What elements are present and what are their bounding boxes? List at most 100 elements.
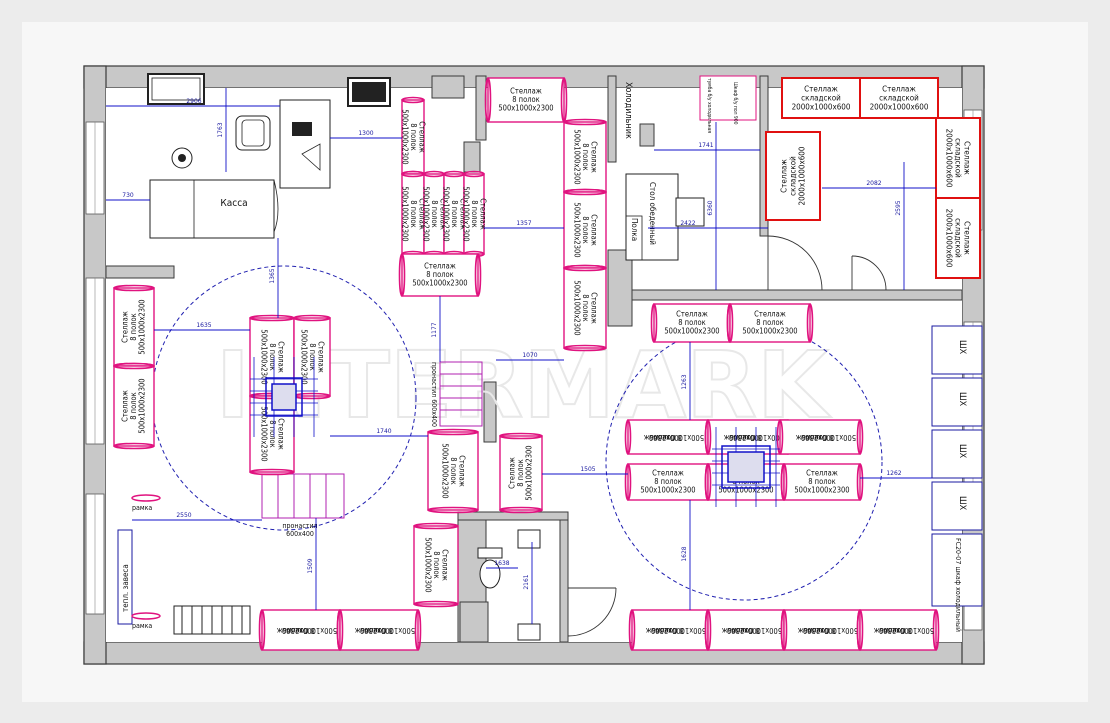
cooling-cabinet: ШХ [931, 429, 983, 479]
rack-size: 500x1000x2300 [879, 626, 934, 635]
rack-size: 500x1000x2300 [794, 486, 849, 495]
rack-title: Стеллаж [806, 469, 838, 478]
rack-shelves: 8 полок [654, 477, 682, 486]
dimension-value: 1741 [698, 142, 713, 149]
rack-title: Стеллаж [644, 433, 676, 442]
rack-title: Стеллаж [277, 626, 309, 635]
dim-6360: 6360 [707, 122, 717, 290]
dim-1638: 1638 [486, 560, 518, 569]
rack-sub: складской [801, 94, 841, 103]
frame-top [131, 494, 161, 502]
cooling-cabinet: ШХ [931, 377, 983, 427]
kassa-label: Касса [220, 198, 247, 209]
central-display-right [721, 445, 771, 489]
shopping-carts [173, 605, 251, 635]
thermal-curtain [117, 529, 133, 625]
rack-size: 500x1000x2300 [664, 327, 719, 336]
dim-2906: 2906 [106, 98, 280, 107]
rack-size: 500x1000x2300 [573, 202, 582, 257]
rack-shelves: 8 полок [426, 270, 454, 279]
rack-shelves: 8 полок [678, 318, 706, 327]
dim-1741: 1741 [654, 142, 760, 151]
rack-shelves: 8 полок [365, 626, 393, 635]
dim-1763: 1763 [217, 88, 227, 172]
pronastil-center [439, 361, 483, 427]
rack-shelves: 8 полок [884, 626, 912, 635]
dim-1262: 1262 [860, 470, 932, 479]
cooling-cabinet-label: ШХ [957, 496, 967, 511]
dimension-value: 1509 [307, 558, 314, 573]
dim-1628: 1628 [681, 500, 691, 610]
dimension-value: 1763 [217, 122, 224, 137]
rack-title: Стеллаж [590, 141, 599, 173]
dim-1070: 1070 [496, 352, 564, 361]
dim-1740: 1740 [330, 428, 428, 437]
dimension-value: 2906 [186, 98, 201, 105]
rack-shelves: 8 полок [308, 343, 317, 371]
rack-size: 500x1000x2300 [401, 186, 410, 241]
rack-shelves: 8 полок [129, 313, 138, 341]
cooling-cabinet-label: ШХ [957, 444, 967, 459]
rack-title: Стеллаж [882, 85, 916, 94]
rack-sub: складской [879, 94, 919, 103]
rack-title: Стеллаж [963, 141, 972, 175]
pronastil-left-label-2: 600x400 [286, 530, 314, 538]
rack-shelves: 8 полок [409, 123, 418, 151]
rack-size: 500x1000x2300 [282, 626, 337, 635]
fc-cabinet [931, 533, 983, 607]
rack-size: 500x1000x2300 [412, 279, 467, 288]
rack-shelves: 8 полок [287, 626, 315, 635]
dim-2595: 2595 [895, 162, 905, 290]
rack-size: 500x1000x2300 [360, 626, 415, 635]
dining-table-label: Стол обеденный [648, 182, 658, 245]
dimension-value: 1357 [516, 220, 531, 227]
pronastil-left-label-1: пронастил [282, 522, 317, 530]
tumba-box [699, 75, 757, 121]
rack-size: 500x1000x2300 [573, 280, 582, 335]
floor-plan: INTERMARK Касса пронастил 600x400 [83, 65, 985, 665]
rack-shelves: 8 полок [129, 392, 138, 420]
drawing-sheet: INTERMARK Касса пронастил 600x400 [22, 22, 1088, 702]
rack-size: 500x1000x2300 [640, 486, 695, 495]
rack-title: Стеллаж [796, 433, 828, 442]
rack-title: Стеллаж [277, 341, 286, 373]
cashier-area [147, 73, 391, 239]
rack-title: Стеллаж [963, 221, 972, 255]
pronastil-center-label: пронастил 600x400 [430, 362, 438, 427]
rack-title: Стеллаж [424, 262, 456, 271]
rack-title: Стеллаж [590, 292, 599, 324]
rack-title: Стеллаж [458, 455, 467, 487]
dimension-value: 1263 [681, 374, 688, 389]
rack-size: 500x1000x2300 [401, 109, 410, 164]
frame-bottom-label: рамка [132, 622, 152, 630]
rack-size: 500x1000x2300 [651, 626, 706, 635]
rack-shelves: 8 полок [808, 626, 836, 635]
rack-shelves: 8 полок [732, 626, 760, 635]
dim-1357: 1357 [484, 220, 564, 229]
dim-1300: 1300 [330, 130, 402, 139]
rack-shelves: 8 полок [581, 294, 590, 322]
rack-title: Стеллаж [798, 626, 830, 635]
rack-size: 500x1000x2300 [300, 329, 309, 384]
rack-size: 500x1000x2300 [729, 433, 784, 442]
rack-title: Стеллаж [418, 198, 427, 230]
rack-title: Стеллаж [652, 469, 684, 478]
rack-size: 500x1000x2300 [727, 626, 782, 635]
dimension-value: 6360 [707, 200, 714, 215]
rack-title: Стеллаж [724, 433, 756, 442]
rack-shelves: 8 полок [268, 343, 277, 371]
rack-size: 500x1000x2300 [424, 537, 433, 592]
frame-bottom [131, 612, 161, 620]
